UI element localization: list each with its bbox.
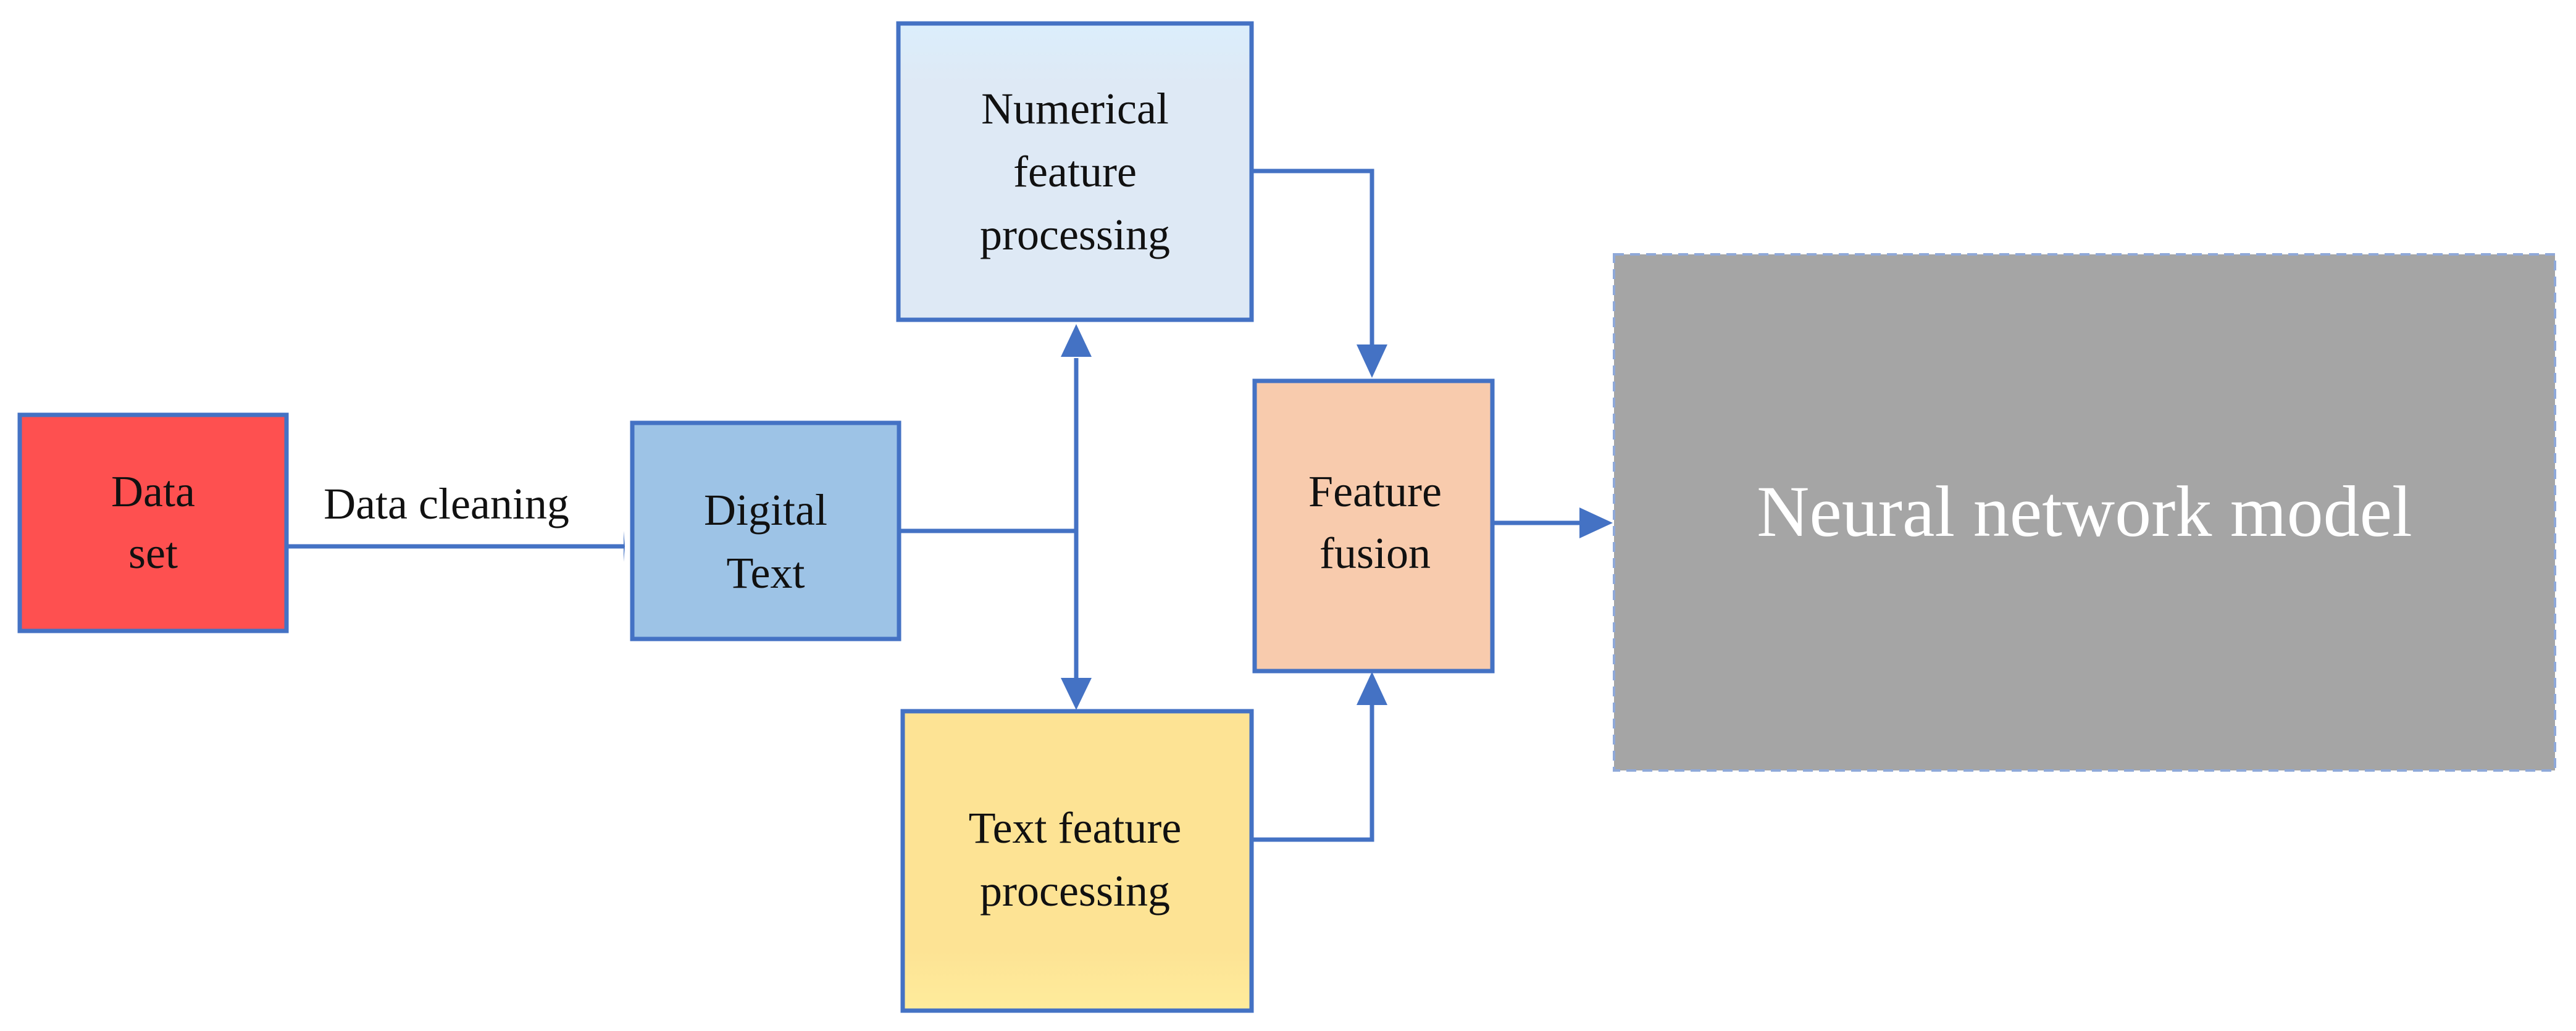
arrowhead-digital-text: [624, 531, 625, 562]
connectors: [288, 169, 1613, 842]
node-fusion-line-1: Feature: [1308, 467, 1442, 516]
node-text-feature-line-1: Text feature: [969, 803, 1182, 853]
node-numerical-line-1: Numerical: [981, 84, 1169, 133]
node-dataset-line-1: Data: [111, 467, 195, 516]
arrowhead-fusion-top: [1357, 344, 1387, 378]
edge-text-feature-to-fusion: [1252, 704, 1374, 842]
node-neural-label: Neural network model: [1757, 471, 2412, 552]
edge-label-data-cleaning: Data cleaning: [324, 479, 569, 528]
node-numerical-feature-processing: Numerical feature processing: [896, 21, 1254, 322]
node-neural-network-model: Neural network model: [1613, 253, 2556, 772]
node-numerical-line-2: feature: [1013, 147, 1137, 196]
node-fusion-line-2: fusion: [1319, 528, 1431, 578]
node-digital-text-line-2: Text: [727, 548, 805, 598]
node-dataset: Data set: [17, 412, 289, 633]
node-dataset-line-2: set: [128, 528, 178, 578]
node-digital-text: Digital Text: [630, 420, 901, 641]
node-text-feature-line-2: processing: [980, 866, 1170, 916]
arrowhead-fusion-bottom: [1357, 672, 1387, 705]
edge-numerical-to-fusion: [1252, 169, 1374, 346]
arrowhead-text-feature-down: [1061, 678, 1092, 710]
node-feature-fusion: Feature fusion: [1252, 378, 1495, 674]
arrowhead-neural: [1579, 507, 1613, 538]
node-numerical-line-3: processing: [980, 210, 1170, 259]
node-text-feature-processing: Text feature processing: [900, 709, 1254, 1013]
arrowhead-numerical-up: [1061, 324, 1092, 357]
node-digital-text-line-1: Digital: [704, 485, 827, 535]
